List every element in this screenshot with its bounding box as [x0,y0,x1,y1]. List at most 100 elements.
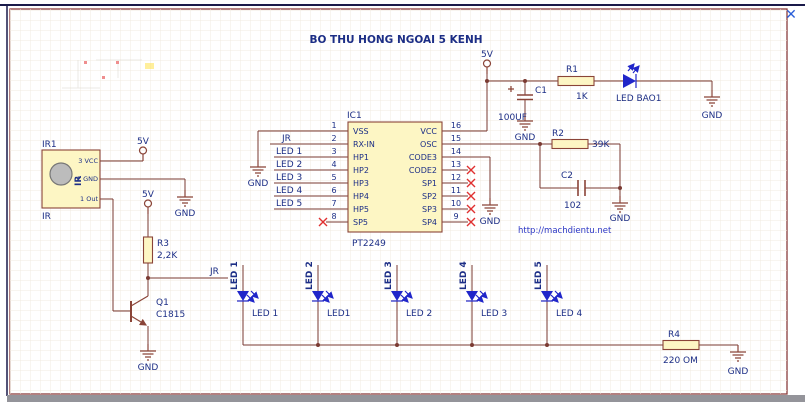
gnd-code3-label: GND [480,217,501,227]
c2-value: 102 [564,201,581,211]
ghost-artifact [62,59,154,89]
led4-triangle [466,291,478,301]
r3-refdes: R3 [157,239,169,249]
capacitor-c1 [517,94,533,101]
ic1-pin-num-13: 13 [451,160,461,169]
ir1-lens [49,162,73,186]
gnd-q1-label: GND [138,363,159,373]
led2-arrow2 [325,290,334,299]
ic1-pin-num-3: 3 [331,147,336,156]
q1-refdes: Q1 [156,298,169,308]
net-label-led3: LED 3 [276,173,302,183]
ic1-pin-name-vss: VSS [353,127,369,136]
transistor-q1 [130,295,149,326]
net-label-jr-q1: JR [209,267,219,277]
ic1-refdes: IC1 [347,111,362,121]
net-label-led1: LED 1 [276,147,302,157]
close-icon[interactable]: ✕ [785,7,797,23]
led4-net-label: LED 4 [459,261,469,290]
resistor-r4 [662,339,700,351]
capacitor-c2 [577,180,586,196]
led5-arrow1 [550,294,559,303]
led2-triangle [312,291,324,301]
led-bao1-refdes: LED BAO1 [616,94,661,104]
ic1-pin-num-1: 1 [331,121,336,130]
led4-refdes: LED 3 [481,309,507,319]
led1-refdes: LED 1 [252,309,278,319]
power-5v-r3-label: 5V [142,190,155,200]
net-label-led5: LED 5 [276,199,302,209]
ic1-body [347,121,443,233]
led1-arrow2 [250,290,259,299]
ic1-pt2249: IC1 PT2249 VSS RX-IN HP1 HP2 HP3 HP4 HP5… [331,111,461,249]
gnd-r2c2-label: GND [610,214,631,224]
c1-refdes: C1 [535,86,547,96]
gnd-ledbao-label: GND [702,111,723,121]
led3-arrow2 [404,290,413,299]
ic1-pin-num-12: 12 [451,173,461,182]
bottom-scroll-strip[interactable] [7,395,805,402]
ic1-pin-name-hp3: HP3 [353,179,369,188]
ic1-pin-name-code3: CODE3 [409,153,437,162]
led-channel-4: LED 4 LED 3 [459,261,507,319]
led1-net-label: LED 1 [230,261,240,290]
led5-net-label: LED 5 [534,261,544,290]
ic1-pin-name-rxin: RX-IN [353,140,375,149]
c2-refdes: C2 [561,171,573,181]
led1-arrow1 [246,294,255,303]
junction-dots [146,79,622,347]
ir1-body-label: IR [74,176,84,186]
led3-net-label: LED 3 [384,261,394,290]
q1-collector [130,295,149,307]
r2-value: 39K [592,140,610,150]
net-label-led2: LED 2 [276,160,302,170]
led1-triangle [237,291,249,301]
led2-refdes: LED1 [327,309,350,319]
ic1-pin-num-10: 10 [451,199,461,208]
ir1-pin-vcc: 3 VCC [78,157,98,165]
wires [100,74,738,346]
led5-triangle [541,291,553,301]
ic1-left-net-labels: JR LED 1 LED 2 LED 3 LED 4 LED 5 [276,134,302,209]
resistor-r2 [551,138,589,150]
led-channel-1: LED 1 LED 1 [230,261,278,319]
r2-refdes: R2 [552,129,564,139]
sheet-title: BO THU HONG NGOAI 5 KENH [309,34,482,46]
c1-value: 100UF [498,113,527,123]
led-bao1-arrow2 [632,65,640,74]
ic1-pin-name-hp4: HP4 [353,192,369,201]
ic1-pin-num-9: 9 [453,212,458,221]
led5-refdes: LED 4 [556,309,582,319]
ic1-pin-name-vcc: VCC [420,127,437,136]
c1-plus-sign [508,86,514,92]
ic1-pin-name-osc: OSC [420,140,437,149]
ir1-pin-out: 1 Out [80,195,98,203]
led4-arrow2 [479,290,488,299]
ir-receiver: IR1 IR IR 3 VCC 2 GND 1 Out [41,140,101,222]
r4-value: 220 OM [663,356,698,366]
led-channel-2: LED 2 LED1 [305,261,350,319]
led3-arrow1 [400,294,409,303]
led2-net-label: LED 2 [305,261,315,290]
ir1-name: IR [42,212,51,222]
led3-triangle [391,291,403,301]
ic1-pin-name-sp4: SP4 [422,218,437,227]
osc-network: R2 39K C2 102 [551,129,610,211]
gnd-ic-left-label: GND [248,179,269,189]
r4-refdes: R4 [668,330,680,340]
ic1-pin-name-sp2: SP2 [422,192,437,201]
ic1-pin-num-5: 5 [331,173,336,182]
ic1-pin-num-15: 15 [451,134,461,143]
ic1-pin-num-4: 4 [331,160,336,169]
top-right-section: R1 1K C1 100UF LED BAO1 [498,63,661,123]
ic1-pin-name-sp5: SP5 [353,218,368,227]
r1-value: 1K [576,92,589,102]
led-channel-5: LED 5 LED 4 [534,261,582,319]
ir1-pin-gnd: 2 GND [77,175,98,183]
power-5v-ir-label: 5V [137,137,150,147]
led3-refdes: LED 2 [406,309,432,319]
ic1-pin-name-sp3: SP3 [422,205,437,214]
net-label-jr: JR [281,134,291,144]
